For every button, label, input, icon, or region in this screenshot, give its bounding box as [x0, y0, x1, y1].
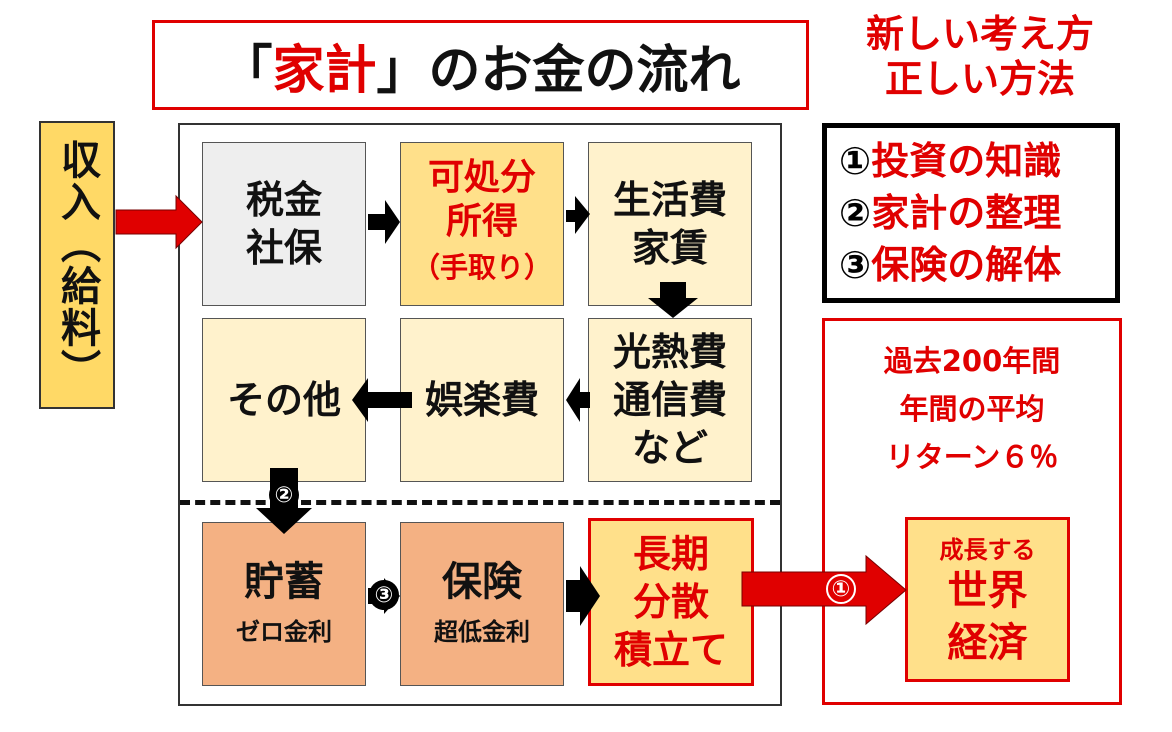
utilities-line1: 光熱費: [612, 330, 727, 374]
tax-box: 税金 社保: [202, 142, 366, 306]
method-text: 保険の解体: [871, 243, 1062, 287]
method-item: ③保険の解体: [839, 239, 1115, 291]
return-line3: リターン６％: [885, 440, 1059, 474]
longterm-line2: 分散: [632, 580, 709, 624]
new-way-line1: 新しい考え方: [865, 12, 1094, 56]
savings-line2: ゼロ金利: [236, 618, 332, 646]
utilities-line2: 通信費: [612, 378, 727, 422]
method-number: ①: [839, 139, 872, 183]
title-highlight: 家計: [272, 40, 377, 101]
return-panel: [822, 318, 1122, 705]
title-rest: のお金の流れ: [428, 40, 741, 101]
tax-line2: 社保: [245, 226, 322, 270]
world-line2: 世界: [947, 568, 1028, 614]
insurance-line2: 超低金利: [434, 618, 530, 646]
utilities-line3: など: [631, 426, 708, 470]
income-box: 収入（給料）: [39, 121, 115, 409]
world-economy-box: 成長する 世界 経済: [905, 517, 1070, 682]
title-close-bracket: 」: [376, 40, 429, 101]
disposable-income-box: 可処分 所得 （手取り）: [400, 142, 564, 306]
method-number: ③: [839, 243, 872, 287]
other-box: その他: [202, 318, 366, 482]
return-line1: 過去200年間: [883, 344, 1061, 378]
long-term-investment-box: 長期 分散 積立て: [588, 518, 754, 686]
method-item: ②家計の整理: [839, 187, 1115, 239]
methods-list: ①投資の知識 ②家計の整理 ③保険の解体: [822, 123, 1120, 303]
income-arrow-icon: [115, 194, 203, 250]
badge-2-icon: ②: [269, 480, 299, 510]
insurance-box: 保険 超低金利: [400, 522, 564, 686]
world-line3: 経済: [947, 620, 1028, 666]
return-info: 過去200年間 年間の平均 リターン６％: [822, 337, 1122, 481]
method-text: 投資の知識: [871, 139, 1062, 183]
arrow-right-icon: [566, 566, 600, 626]
new-way-line2: 正しい方法: [884, 57, 1075, 101]
diagram-title: 「家計」のお金の流れ: [152, 20, 809, 110]
disposable-line3: （手取り）: [411, 251, 552, 284]
disposable-line2: 所得: [445, 201, 518, 242]
arrow-left-icon: [352, 378, 412, 422]
arrow-left-icon: [566, 378, 590, 422]
living-cost-box: 生活費 家賃: [588, 142, 752, 306]
living-line1: 生活費: [612, 178, 727, 222]
badge-3-icon: ③: [369, 580, 399, 610]
insurance-line1: 保険: [442, 559, 522, 605]
investment-arrow-icon: [741, 554, 907, 626]
method-number: ②: [839, 191, 872, 235]
utilities-box: 光熱費 通信費 など: [588, 318, 752, 482]
new-way-heading: 新しい考え方 正しい方法: [820, 12, 1140, 102]
living-line2: 家賃: [631, 226, 708, 270]
world-line1: 成長する: [939, 536, 1036, 564]
disposable-line1: 可処分: [427, 157, 536, 198]
method-text: 家計の整理: [871, 191, 1062, 235]
savings-line1: 貯蓄: [244, 559, 324, 605]
other-label: その他: [226, 378, 341, 422]
savings-box: 貯蓄 ゼロ金利: [202, 522, 366, 686]
arrow-down-icon: [648, 282, 698, 318]
title-open-bracket: 「: [220, 40, 273, 101]
dashed-divider: [180, 500, 780, 505]
longterm-line3: 積立て: [613, 628, 728, 672]
arrow-right-icon: [566, 196, 590, 234]
return-line2: 年間の平均: [899, 392, 1045, 426]
badge-1-icon: ①: [826, 574, 856, 604]
method-item: ①投資の知識: [839, 135, 1115, 187]
entertainment-label: 娯楽費: [424, 378, 539, 422]
arrow-right-icon: [368, 200, 400, 244]
tax-line1: 税金: [245, 178, 322, 222]
longterm-line1: 長期: [632, 532, 709, 576]
